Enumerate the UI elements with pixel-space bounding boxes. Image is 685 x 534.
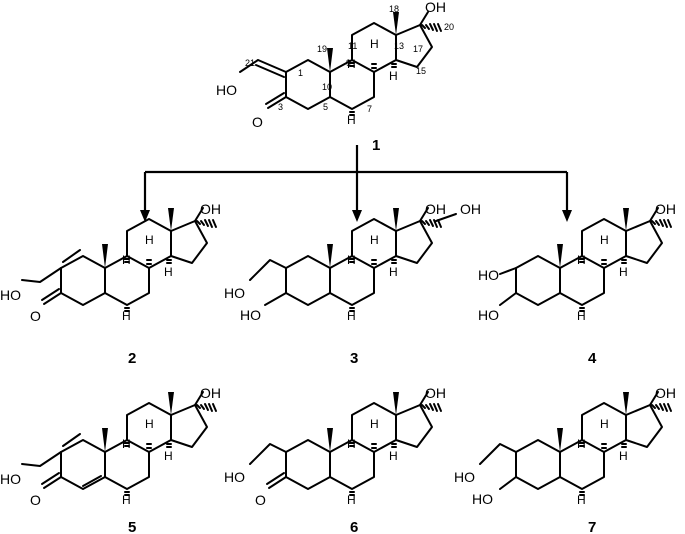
compound-3-c21-hydroxyl: OH <box>460 201 481 217</box>
compound-3: HO HO OH OH 3 <box>224 201 481 367</box>
compound-6: HO O OH 6 <box>224 385 446 534</box>
compound-2-c17-hydroxyl: OH <box>200 201 221 217</box>
compound-7-c2-hydroxyl: HO <box>454 469 475 485</box>
locant-20: 20 <box>444 22 454 32</box>
compound-7: HO HO OH 7 <box>454 385 676 534</box>
locant-5: 5 <box>323 102 328 112</box>
locant-17: 17 <box>413 44 423 54</box>
locant-1: 1 <box>298 68 303 78</box>
compound-3-label: 3 <box>350 350 358 367</box>
compound-3-c17-hydroxyl: OH <box>425 201 446 217</box>
compound-1: HO O OH 21 19 18 20 17 13 11 9 1 10 3 5 … <box>216 0 454 154</box>
locant-21: 21 <box>245 58 255 68</box>
compound-4-c17-hydroxyl: OH <box>655 201 676 217</box>
compound-3-c2-hydroxyl: HO <box>224 285 245 301</box>
compound-5-label: 5 <box>128 519 136 534</box>
locant-11: 11 <box>348 41 357 51</box>
compound-3-c3-hydroxyl: HO <box>240 307 261 323</box>
compound-6-c2-hydroxyl: HO <box>224 469 245 485</box>
compound-1-label: 1 <box>372 137 380 154</box>
compound-7-c17-hydroxyl: OH <box>655 385 676 401</box>
compound-5-c17-hydroxyl: OH <box>200 385 221 401</box>
compound-2-c3-oxygen: O <box>30 308 41 324</box>
locant-3: 3 <box>278 102 283 112</box>
compound-4-c2-hydroxyl: HO <box>478 267 499 283</box>
c17-hydroxyl-label: OH <box>425 0 446 15</box>
compound-4: HO HO OH 4 <box>478 201 676 367</box>
locant-10: 10 <box>322 82 332 92</box>
compound-4-label: 4 <box>588 350 597 367</box>
compound-2: HO O OH 2 <box>0 201 221 367</box>
compound-6-c3-oxygen: O <box>255 492 266 508</box>
c21-hydroxyl-label: HO <box>216 82 237 98</box>
compound-7-label: 7 <box>588 519 596 534</box>
compound-2-label: 2 <box>128 350 136 367</box>
compound-5: HO O OH 5 <box>0 385 221 534</box>
locant-9: 9 <box>346 58 351 68</box>
locant-19: 19 <box>317 44 327 54</box>
compound-5-c3-oxygen: O <box>30 492 41 508</box>
compound-7-c3-hydroxyl: HO <box>472 491 493 507</box>
locant-15: 15 <box>416 66 426 76</box>
compound-6-label: 6 <box>350 519 358 534</box>
compound-5-c2-hydroxyl: HO <box>0 471 21 487</box>
compound-6-c17-hydroxyl: OH <box>425 385 446 401</box>
locant-18: 18 <box>389 4 399 14</box>
c3-oxygen-label: O <box>252 114 263 130</box>
transformation-arrows <box>140 145 572 222</box>
locant-13: 13 <box>394 41 404 51</box>
compound-2-c2-hydroxyl: HO <box>0 287 21 303</box>
compound-4-c3-hydroxyl: HO <box>478 307 499 323</box>
locant-7: 7 <box>367 104 372 114</box>
